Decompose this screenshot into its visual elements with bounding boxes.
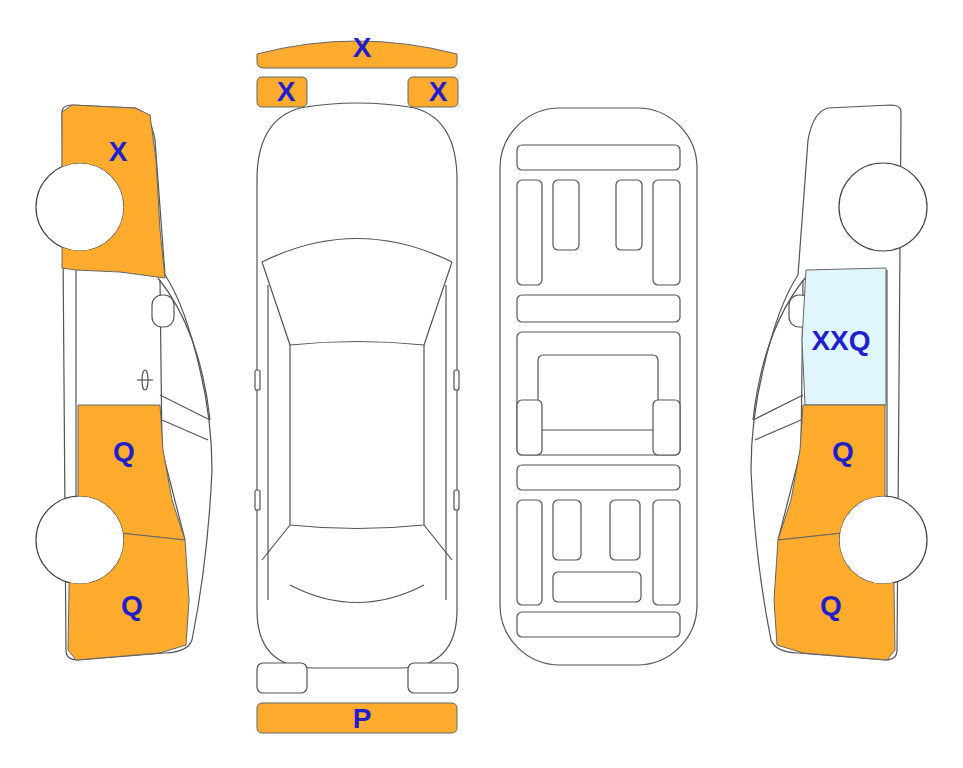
- panel-fill: [78, 405, 185, 540]
- damage-code: Q: [832, 438, 854, 466]
- damage-panel: P: [257, 703, 457, 733]
- damage-panel: X: [408, 77, 458, 107]
- wheels: [36, 163, 927, 584]
- underbody-view: [500, 108, 697, 665]
- damage-code: X: [277, 78, 296, 106]
- damage-code: P: [353, 705, 372, 733]
- damage-panel: Q: [773, 527, 896, 661]
- damage-panel: Q: [77, 404, 186, 541]
- damage-code: X: [429, 78, 448, 106]
- panel-fill: [408, 77, 458, 107]
- panel-fill: [778, 405, 885, 540]
- damage-code: Q: [820, 592, 842, 620]
- damage-panel: X: [257, 77, 307, 107]
- top-view: [255, 103, 459, 693]
- damage-panel: X: [257, 34, 457, 68]
- panel-shape: [61, 104, 166, 279]
- damage-panel: Q: [67, 527, 190, 661]
- panel-fill: [802, 268, 886, 405]
- damage-panel: Q: [777, 404, 886, 541]
- damage-code: Q: [121, 592, 143, 620]
- damage-panel: XXQ: [801, 267, 887, 406]
- left-side-view: [62, 105, 212, 660]
- damage-code: Q: [113, 438, 135, 466]
- damage-panel: X: [61, 104, 166, 279]
- damage-code: X: [353, 34, 372, 62]
- damage-code: XXQ: [811, 327, 870, 355]
- panel-fill: [257, 77, 307, 107]
- panel-shape: [77, 404, 186, 541]
- panel-fill: [62, 105, 165, 278]
- panel-fill: [774, 528, 895, 660]
- panel-fill: [257, 703, 457, 733]
- panel-shape: [777, 404, 886, 541]
- panel-fill: [68, 528, 189, 660]
- damage-code: X: [109, 138, 128, 166]
